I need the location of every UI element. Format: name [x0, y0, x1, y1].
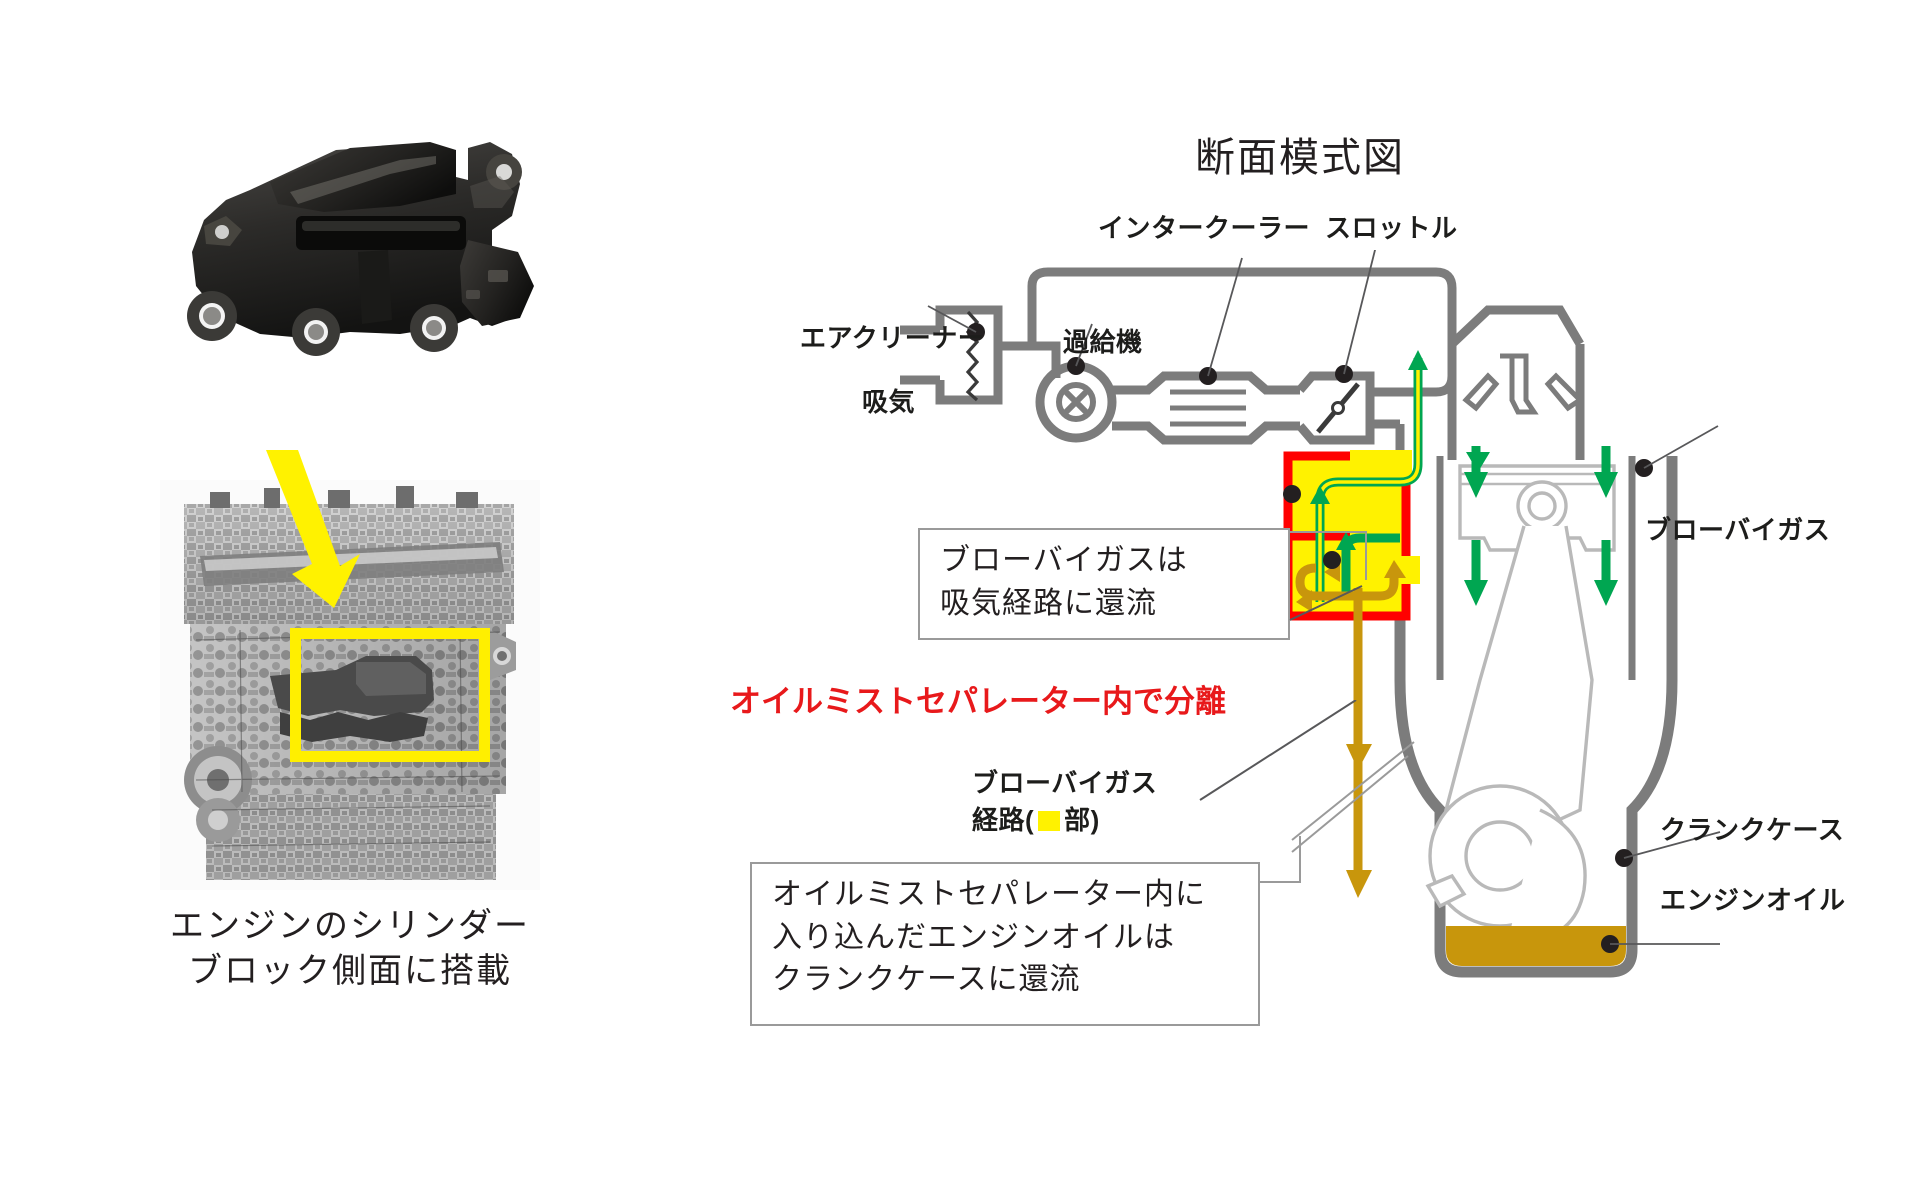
label-air-cleaner: エアクリーナー [800, 323, 985, 353]
separator-part-drawing [187, 142, 534, 356]
legend-line2: 経路( 部) [972, 802, 1157, 839]
callout-bottom-leader [1260, 741, 1415, 883]
label-intake: 吸気 [862, 387, 916, 417]
callout-bottom-line1: オイルミストセパレーター内に [772, 878, 1206, 911]
oil-mist-separator-part-photo [100, 120, 580, 420]
red-note-separation: オイルミストセパレーター内で分離 [730, 684, 1226, 719]
callout-bottom-line2: 入り込んだエンジンオイルは [772, 920, 1175, 954]
yellow-box-highlight [290, 628, 490, 762]
callout-top-line2: 吸気経路に還流 [940, 586, 1157, 620]
label-throttle: スロットル [1325, 213, 1458, 243]
callout-blowby-returns-intake: ブローバイガスは 吸気経路に還流 [918, 528, 1290, 640]
cross-section-schematic [900, 250, 1721, 978]
callout-top-leader [1288, 531, 1367, 621]
page-title: 断面模式図 [1195, 135, 1405, 180]
legend-line1: ブローバイガス [972, 768, 1158, 798]
label-engine-oil: エンジンオイル [1660, 885, 1846, 915]
label-blowby-gas-right: ブローバイガス [1645, 515, 1831, 545]
label-supercharger: 過給機 [1063, 327, 1143, 357]
yellow-pointer-arrow [266, 450, 360, 608]
left-caption-line1: エンジンのシリンダー [170, 908, 530, 945]
callout-bottom-line3: クランクケースに還流 [772, 963, 1081, 997]
engine-block-photo [160, 480, 540, 890]
legend-suffix: 部) [1064, 804, 1100, 835]
engine-drawing [184, 486, 516, 880]
callout-oil-returns-crankcase: オイルミストセパレーター内に 入り込んだエンジンオイルは クランクケースに還流 [750, 862, 1260, 1026]
legend-blowby-path: ブローバイガス 経路( 部) [972, 765, 1157, 839]
label-crankcase: クランクケース [1660, 815, 1845, 845]
label-intercooler: インタークーラー [1098, 213, 1311, 243]
callout-top-line1: ブローバイガスは [940, 544, 1188, 577]
left-caption-line2: ブロック側面に搭載 [188, 952, 512, 990]
legend-leader [1199, 700, 1357, 801]
yellow-legend-swatch [1038, 810, 1061, 831]
left-caption: エンジンのシリンダー ブロック側面に搭載 [120, 905, 580, 995]
legend-prefix: 経路( [972, 804, 1035, 835]
